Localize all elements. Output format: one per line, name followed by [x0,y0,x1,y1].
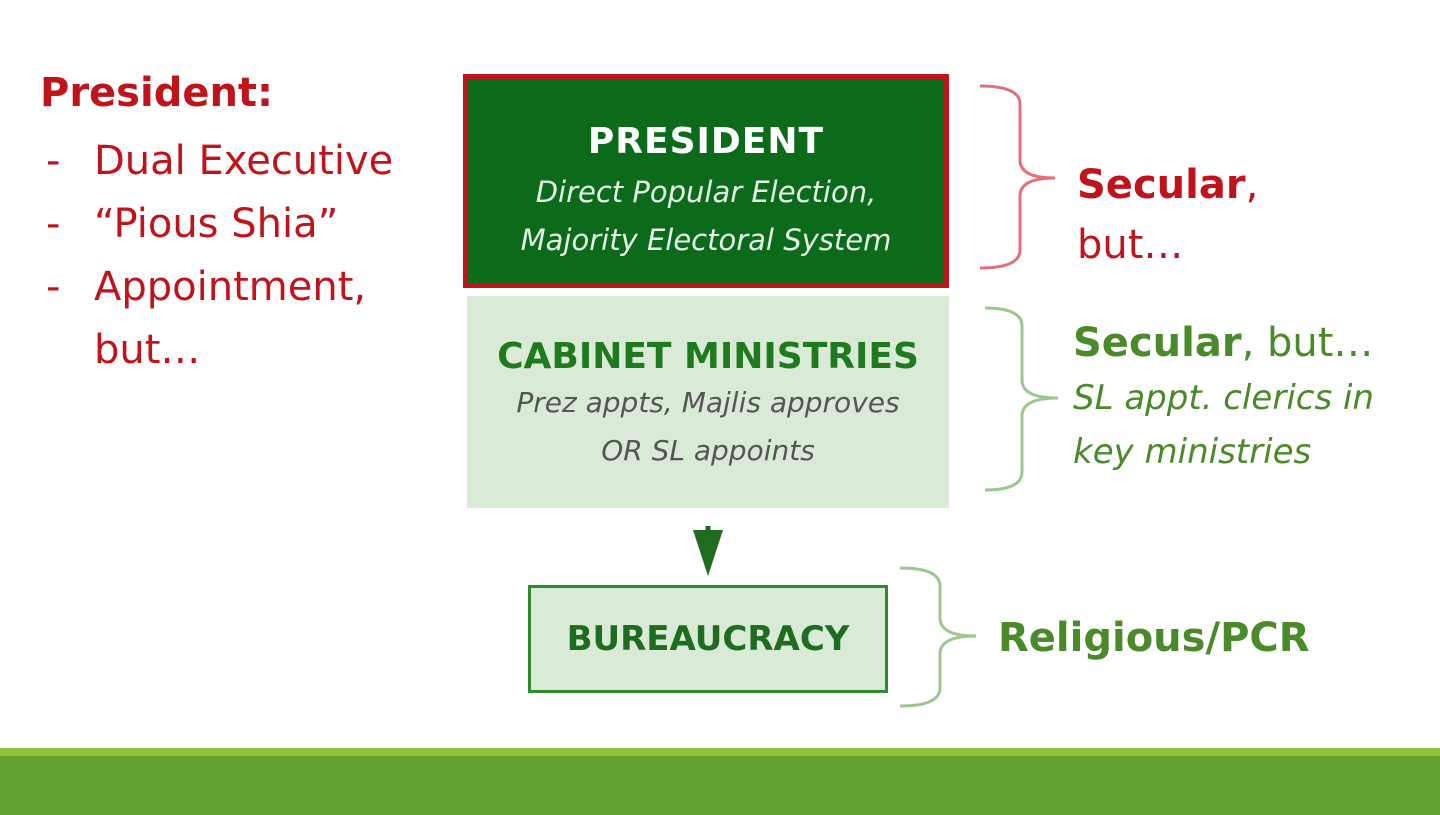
bureaucracy-box: BUREAUCRACY [528,585,888,693]
list-dash: - [46,138,61,184]
president-bracket [979,84,1056,270]
list-dash: - [46,201,61,247]
president-box-line1: Direct Popular Election, [535,175,877,209]
bureaucracy-bracket [899,566,977,708]
cabinet-box-line2: OR SL appoints [601,434,815,467]
president-note-comma: , [1245,162,1259,208]
footer-bar [0,756,1440,815]
president-box-line2: Majority Electoral System [520,223,892,257]
cabinet-note-bold: Secular [1073,320,1242,366]
left-note-item: -Dual Executive [46,130,393,193]
cabinet-note-rest: , but… [1241,320,1374,366]
list-dash: - [46,264,61,310]
cabinet-note-italic2: key ministries [1073,432,1312,472]
bureaucracy-box-title: BUREAUCRACY [566,619,850,659]
left-note-text: but… [94,327,201,373]
left-note-item: -Appointment, [46,256,393,319]
president-box: PRESIDENT Direct Popular Election, Major… [463,74,949,288]
footer-bar-highlight [0,748,1440,756]
down-arrow-head [693,530,723,576]
left-note-text: Appointment, [94,264,367,310]
left-notes-list: -Dual Executive -“Pious Shia” -Appointme… [46,130,393,382]
bureaucracy-note: Religious/PCR [998,615,1310,661]
president-note-bold: Secular [1077,162,1246,208]
cabinet-note: Secular, but… SL appt. clerics in key mi… [1073,315,1374,479]
left-notes-title: President: [40,70,274,116]
president-box-title: PRESIDENT [587,121,825,162]
president-note: Secular, but… [1077,155,1258,275]
cabinet-note-italic1: SL appt. clerics in [1073,378,1374,418]
left-note-text: Dual Executive [94,138,394,184]
cabinet-bracket [984,306,1059,492]
cabinet-box-line1: Prez appts, Majlis approves [516,386,900,419]
left-note-text: “Pious Shia” [94,201,339,247]
cabinet-box-title: CABINET MINISTRIES [497,336,919,377]
left-note-item: -“Pious Shia” [46,193,393,256]
cabinet-box: CABINET MINISTRIES Prez appts, Majlis ap… [467,296,949,508]
left-note-item-continued: but… [46,319,393,382]
president-note-line2: but… [1077,222,1184,268]
